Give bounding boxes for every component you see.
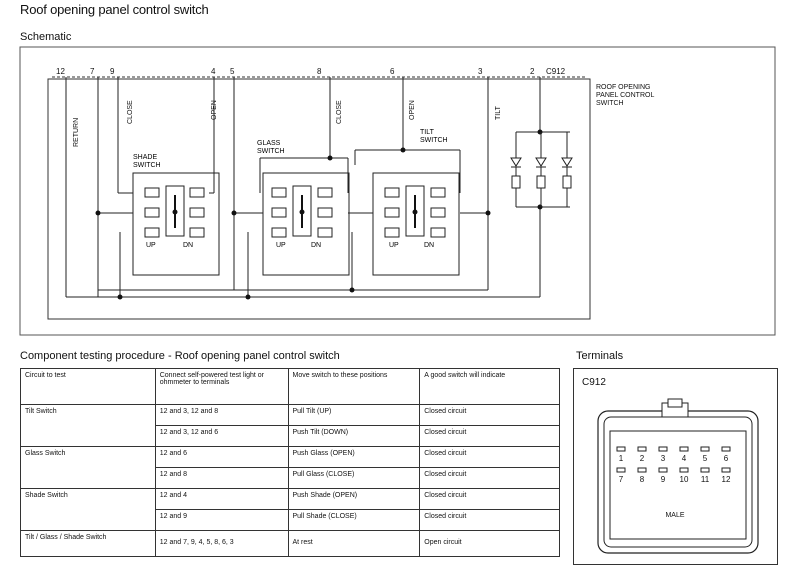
table-row: 12 and 9 Pull Shade (CLOSE) Closed circu… <box>20 509 560 531</box>
pin-label: 7 <box>90 67 95 76</box>
column-header: Connect self-powered test light or ohmme… <box>154 368 289 405</box>
wire-label-open: OPEN <box>409 100 416 120</box>
switch-name: SHADE <box>133 154 157 161</box>
pin-label: 2 <box>530 67 535 76</box>
terminals-panel: C912 1 2 3 4 5 6 7 8 9 10 11 12 <box>573 368 778 565</box>
pin-number: 8 <box>640 475 645 484</box>
pin-label: 8 <box>317 67 322 76</box>
up-label: UP <box>146 242 156 249</box>
procedure-table: Circuit to test Connect self-powered tes… <box>20 368 560 557</box>
switch-name: SWITCH <box>257 148 285 155</box>
pin-label: 12 <box>56 67 65 76</box>
wire-label-return: RETURN <box>73 118 80 147</box>
column-header: Circuit to test <box>20 368 156 405</box>
terminals-title: Terminals <box>576 350 624 362</box>
connector-id: C912 <box>582 377 606 388</box>
illumination-leds <box>510 132 573 207</box>
pin-label: 6 <box>390 67 395 76</box>
schematic-diagram: 12 7 9 4 5 8 6 3 2 C912 ROOF OPENING PAN… <box>19 46 776 336</box>
circuit-cell <box>20 509 156 531</box>
led-icon <box>510 132 522 207</box>
circuit-cell: Shade Switch <box>20 488 156 510</box>
pin-number: 6 <box>724 454 729 463</box>
dn-label: DN <box>424 242 434 249</box>
switch-name: TILT <box>420 129 435 136</box>
connector-gender: MALE <box>665 512 684 519</box>
dn-label: DN <box>311 242 321 249</box>
component-label: SWITCH <box>596 100 624 107</box>
led-icon <box>535 132 547 207</box>
tilt-switch: TILT SWITCH UP DN <box>372 129 460 276</box>
circuit-cell: Glass Switch <box>20 446 156 468</box>
table-row: Glass Switch 12 and 6 Push Glass (OPEN) … <box>20 446 560 468</box>
dn-label: DN <box>183 242 193 249</box>
pin-number: 11 <box>701 475 710 484</box>
connector-id: C912 <box>546 67 566 76</box>
connector-face-diagram: 1 2 3 4 5 6 7 8 9 10 11 12 MALE <box>597 398 759 554</box>
schematic-title: Schematic <box>20 31 72 43</box>
column-header: A good switch will indicate <box>419 368 560 405</box>
procedure-title: Component testing procedure - Roof openi… <box>20 350 340 362</box>
table-row: Tilt / Glass / Shade Switch 12 and 7, 9,… <box>20 530 560 557</box>
pin-number: 7 <box>619 475 624 484</box>
up-label: UP <box>389 242 399 249</box>
pin-number: 12 <box>722 475 731 484</box>
component-label: ROOF OPENING <box>596 84 650 91</box>
pin-number: 4 <box>682 454 687 463</box>
table-header-row: Circuit to test Connect self-powered tes… <box>20 368 560 405</box>
circuit-cell: Tilt Switch <box>20 404 156 426</box>
pin-number: 2 <box>640 454 645 463</box>
pin-number: 3 <box>661 454 666 463</box>
pin-number: 1 <box>619 454 624 463</box>
pin-number: 5 <box>703 454 708 463</box>
shade-switch: SHADE SWITCH UP DN <box>132 154 220 276</box>
pin-number: 9 <box>661 475 666 484</box>
circuit-cell: Tilt / Glass / Shade Switch <box>20 530 156 557</box>
circuit-cell <box>20 467 156 489</box>
switch-name: SWITCH <box>420 137 448 144</box>
pin-label: 5 <box>230 67 235 76</box>
glass-switch: GLASS SWITCH UP DN <box>257 140 350 276</box>
wire-label-close: CLOSE <box>127 100 134 124</box>
pin-label: 4 <box>211 67 216 76</box>
table-row: 12 and 8 Pull Glass (CLOSE) Closed circu… <box>20 467 560 489</box>
pin-number: 10 <box>680 475 689 484</box>
pin-label: 9 <box>110 67 115 76</box>
schematic-frame <box>19 46 776 336</box>
switch-name: GLASS <box>257 140 281 147</box>
circuit-cell <box>20 425 156 447</box>
wire-label-close: CLOSE <box>336 100 343 124</box>
led-icon <box>561 132 573 207</box>
switch-name: SWITCH <box>133 162 161 169</box>
table-row: Shade Switch 12 and 4 Push Shade (OPEN) … <box>20 488 560 510</box>
wire-label-tilt: TILT <box>495 105 502 120</box>
up-label: UP <box>276 242 286 249</box>
table-row: 12 and 3, 12 and 6 Push Tilt (DOWN) Clos… <box>20 425 560 447</box>
table-row: Tilt Switch 12 and 3, 12 and 8 Pull Tilt… <box>20 404 560 426</box>
pin-label: 3 <box>478 67 483 76</box>
page-title: Roof opening panel control switch <box>20 2 209 17</box>
component-label: PANEL CONTROL <box>596 92 654 99</box>
column-header: Move switch to these positions <box>287 368 421 405</box>
component-outline <box>47 78 591 320</box>
